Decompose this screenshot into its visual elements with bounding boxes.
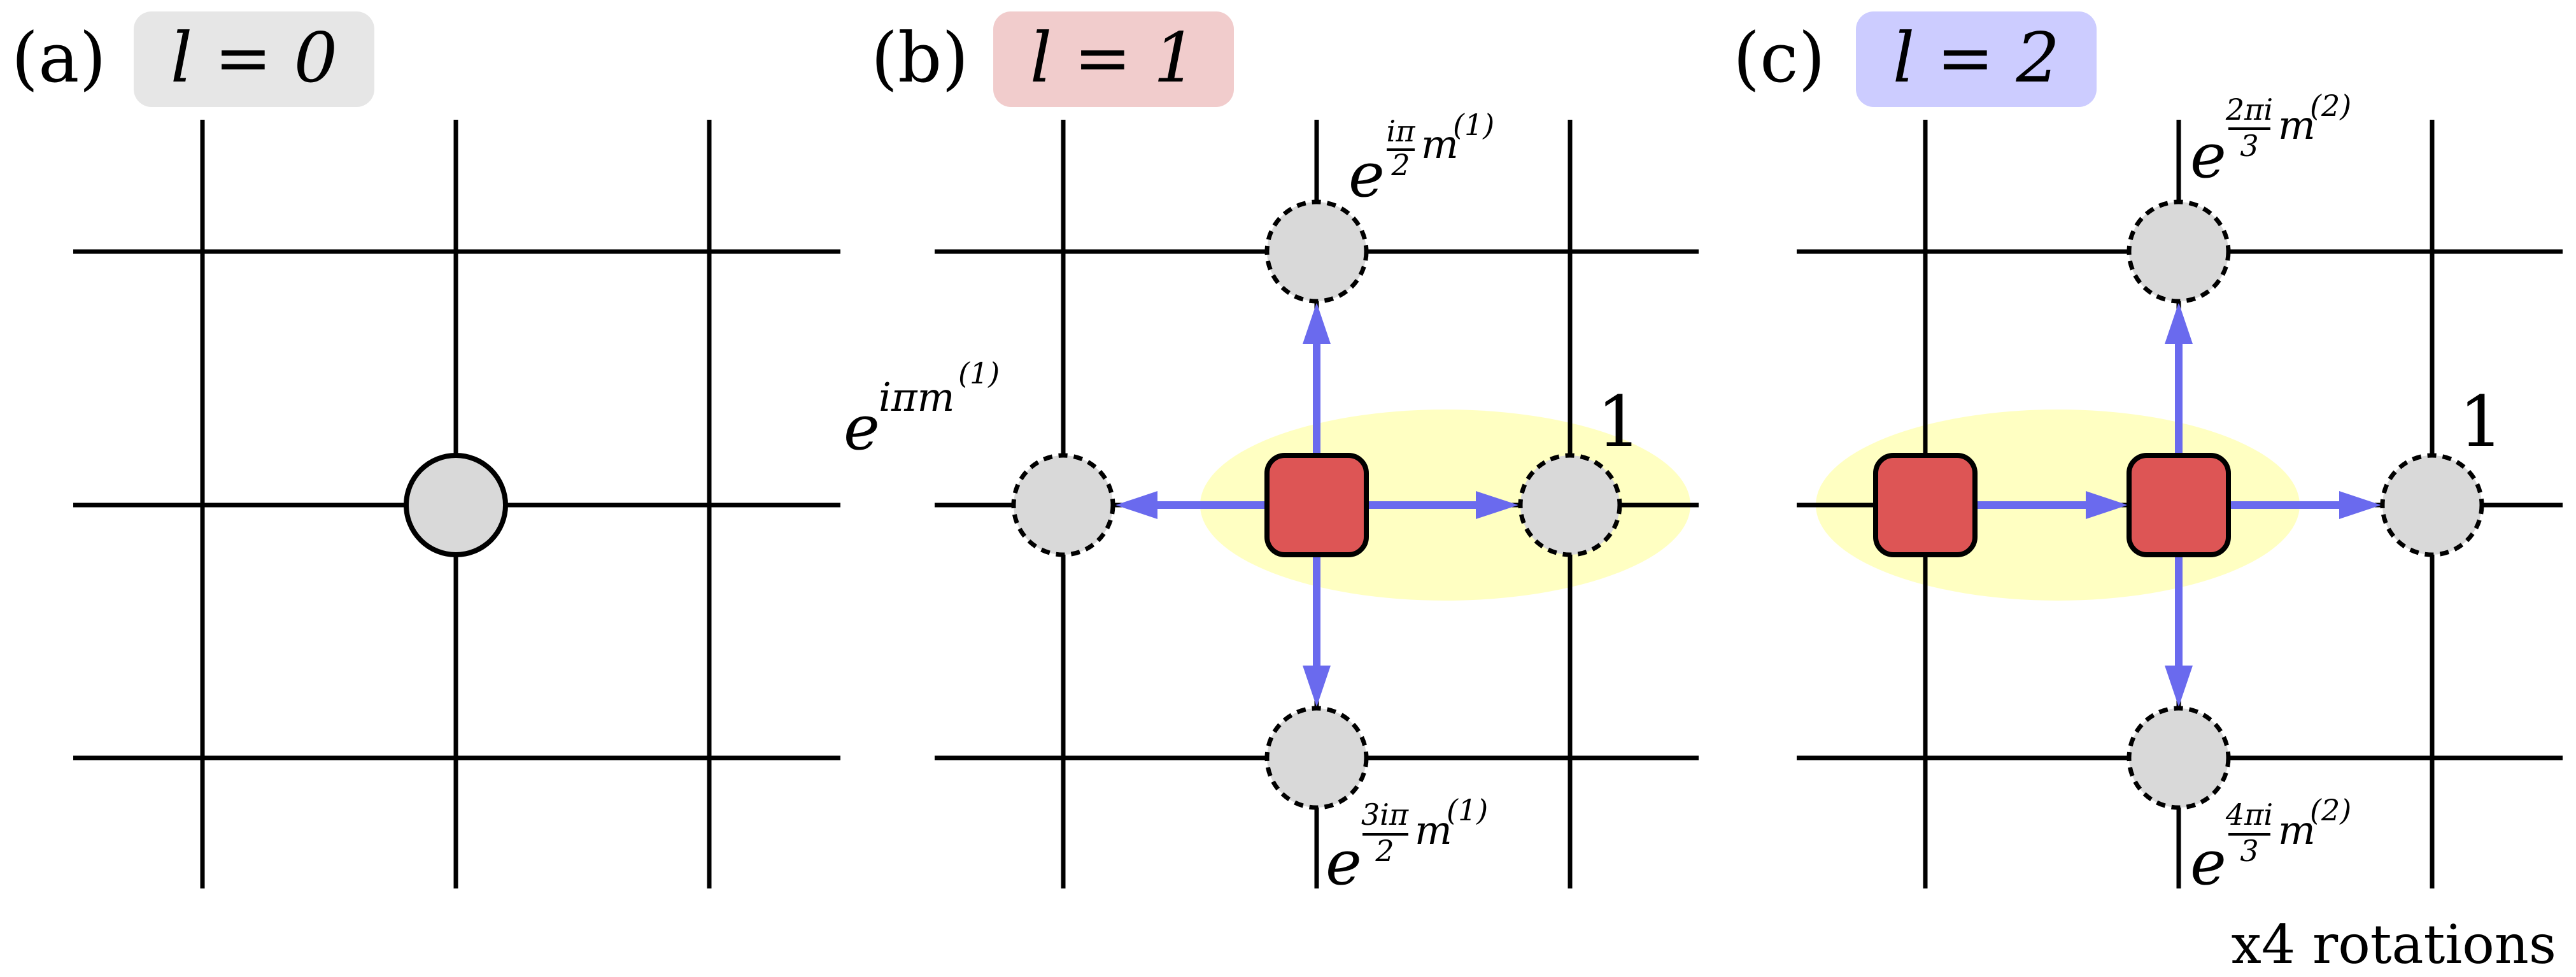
phase-frac-den: 2 [1375, 834, 1394, 868]
panel-c-arrows [1975, 303, 2381, 707]
arrowhead-right [2339, 491, 2381, 519]
phase-sup: (1) [1453, 108, 1494, 142]
phase-frac-den: 3 [2240, 129, 2258, 163]
arrowhead-right [1476, 491, 1518, 519]
panel-a-l-badge [134, 11, 374, 107]
phase-frac-num: 4πi [2225, 797, 2273, 832]
panel-b-arrows [1115, 303, 1518, 707]
panel-b-phase-bottom: e 3iπ 2 m (1) [1326, 793, 1488, 899]
phase-exp: iπm [879, 374, 954, 420]
panel-c-phase-bottom: e 4πi 3 m (2) [2190, 793, 2351, 899]
phase-base: e [844, 392, 880, 464]
panel-c-phase-top: e 2πi 3 m (2) [2190, 89, 2351, 192]
phase-base: e [1348, 139, 1385, 211]
panel-c-label: (c) [1733, 18, 1825, 98]
panel-b-l-badge [993, 11, 1234, 107]
panel-b-site-right [1518, 453, 1622, 557]
panel-b-phase-right: 1 [1597, 381, 1641, 462]
arrowhead-down [2165, 666, 2193, 707]
arrowhead-left [1115, 491, 1157, 519]
phase-frac-num: iπ [1387, 114, 1416, 148]
phase-frac-num: 2πi [2225, 92, 2273, 127]
panel-c-left-square [1873, 453, 1978, 557]
panel-b-phase-left: e iπm (1) [844, 356, 1000, 464]
phase-base: e [2190, 827, 2226, 899]
panel-a-l-label: l = 0 [171, 18, 337, 98]
phase-base: e [1326, 827, 1362, 899]
panel-a-site [404, 453, 508, 557]
arrowhead-up [1303, 303, 1331, 344]
phase-tail: m [1415, 807, 1452, 853]
rotations-caption: x4 rotations [2232, 913, 2556, 976]
phase-base: e [2190, 120, 2226, 192]
phase-tail: m [2278, 102, 2316, 148]
panel-c-phase-right: 1 [2459, 381, 2503, 462]
arrowhead-right [2086, 491, 2128, 519]
phase-tail: m [2278, 807, 2316, 853]
panel-c-l-badge [1856, 11, 2097, 107]
panel-c-l-label: l = 2 [1893, 18, 2060, 98]
panel-b-center-square [1264, 453, 1369, 557]
panel-a: (a) l = 0 [11, 11, 840, 888]
panel-c: (c) l = 2 e 2πi [1733, 11, 2563, 899]
phase-sup: (1) [958, 356, 1000, 390]
panel-c-site-top [2127, 199, 2231, 304]
arrowhead-up [2165, 303, 2193, 344]
panel-c-site-right [2380, 453, 2484, 557]
panel-b-site-left [1011, 453, 1115, 557]
panel-b-site-bottom [1264, 706, 1369, 810]
phase-frac-den: 2 [1391, 148, 1410, 182]
panel-b-label: (b) [871, 18, 968, 98]
panel-b-phase-top: e iπ 2 m (1) [1348, 108, 1494, 211]
phase-tail: m [1421, 121, 1459, 168]
panel-c-center-square [2127, 453, 2231, 557]
phase-sup: (2) [2310, 793, 2351, 827]
panel-b-l-label: l = 1 [1030, 18, 1197, 98]
panel-c-site-bottom [2127, 706, 2231, 810]
phase-sup: (2) [2310, 89, 2351, 123]
panel-b: (b) l = 1 e [844, 11, 1699, 899]
panel-b-site-top [1264, 199, 1369, 304]
phase-sup: (1) [1447, 793, 1488, 827]
phase-frac-num: 3iπ [1361, 797, 1409, 832]
panel-a-label: (a) [11, 18, 106, 98]
phase-frac-den: 3 [2240, 834, 2258, 868]
arrowhead-down [1303, 666, 1331, 707]
